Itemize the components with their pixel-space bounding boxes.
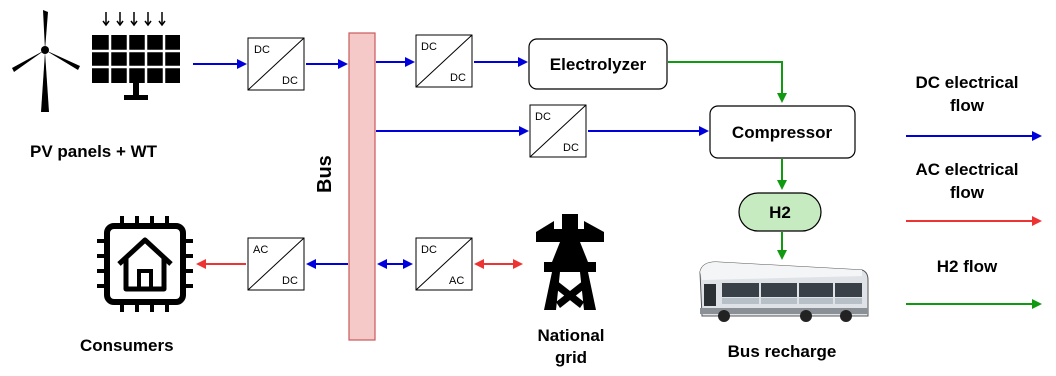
dc-bus-bar: [348, 32, 376, 341]
converter-output-label: DC: [563, 142, 579, 154]
h2-label: H2: [769, 203, 791, 222]
solar-panel-icon: [92, 12, 180, 100]
converter-dc-dc-input: DC DC: [247, 37, 305, 91]
wind-turbine-icon: [12, 10, 80, 112]
converter-input-label: AC: [253, 244, 268, 256]
bus-vehicle-icon: [699, 261, 869, 322]
transmission-tower-icon: [536, 214, 604, 310]
converter-dc-ac-grid: DC AC: [415, 237, 473, 291]
converter-input-label: DC: [254, 44, 270, 56]
converter-dc-dc-electrolyzer: DC DC: [415, 34, 473, 88]
legend-dc-line1: DC electrical: [916, 73, 1019, 92]
legend-ac-line1: AC electrical: [916, 160, 1019, 179]
bus-recharge-label: Bus recharge: [728, 342, 837, 361]
pv-wt-label: PV panels + WT: [30, 142, 158, 161]
legend-h2-label: H2 flow: [937, 257, 998, 276]
bus-label: Bus: [314, 155, 336, 193]
national-grid-label-line1: National: [537, 326, 604, 345]
compressor-box: [709, 105, 856, 159]
h2-storage: [738, 192, 822, 232]
electrolyzer-box: [528, 38, 668, 90]
converter-input-label: DC: [421, 244, 437, 256]
converter-ac-dc-consumers: AC DC: [247, 237, 305, 291]
legend-dc-line2: flow: [950, 96, 985, 115]
electrolyzer-label: Electrolyzer: [550, 55, 647, 74]
converter-input-label: DC: [421, 41, 437, 53]
compressor-label: Compressor: [732, 123, 833, 142]
converter-output-label: DC: [450, 72, 466, 84]
converter-input-label: DC: [535, 111, 551, 123]
flow-electrolyzer-to-compressor: [668, 61, 787, 103]
converter-output-label: DC: [282, 75, 298, 87]
converter-output-label: AC: [449, 275, 464, 287]
consumers-label: Consumers: [80, 336, 174, 355]
converter-dc-dc-compressor: DC DC: [529, 104, 587, 158]
national-grid-label-line2: grid: [555, 348, 587, 367]
legend-ac-line2: flow: [950, 183, 985, 202]
converter-output-label: DC: [282, 275, 298, 287]
house-chip-icon: [97, 216, 193, 312]
legend: DC electrical flow AC electrical flow H2…: [906, 73, 1042, 309]
